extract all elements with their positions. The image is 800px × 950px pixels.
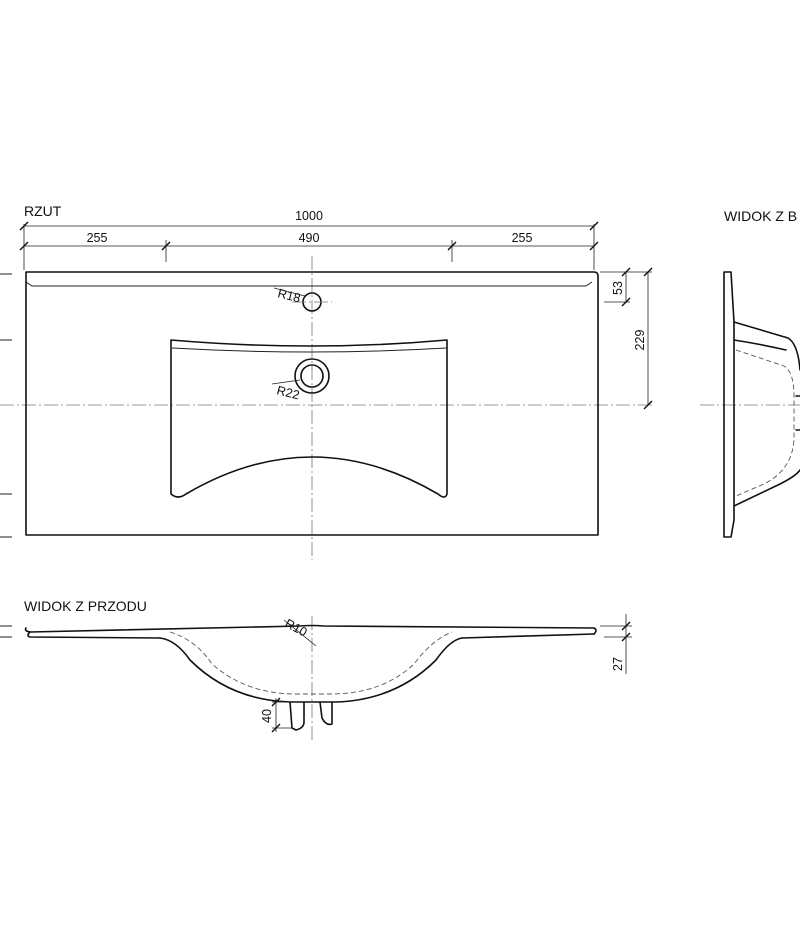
front-basin-outline xyxy=(159,637,463,703)
basin-inner-edge xyxy=(171,347,447,353)
dimension-tick xyxy=(19,241,29,251)
dimension-middle-segment: 490 xyxy=(299,231,320,245)
dimension-tick xyxy=(643,400,653,410)
plan-view: RZUT 1000 255 490 255 xyxy=(0,203,655,560)
plan-view-title: RZUT xyxy=(24,203,62,219)
countertop-outline xyxy=(25,271,599,536)
dimension-tick xyxy=(271,723,281,733)
basin-outline xyxy=(170,339,448,498)
dimension-tick xyxy=(589,241,599,251)
front-edge-radius: R10 xyxy=(283,616,310,639)
side-slab-outline xyxy=(723,271,735,538)
dimension-right-segment: 255 xyxy=(512,231,533,245)
dimension-waste-height: 40 xyxy=(260,709,274,723)
side-basin-top xyxy=(733,321,800,371)
front-view: WIDOK Z PRZODU R10 27 40 xyxy=(0,598,632,740)
drain-inner xyxy=(300,364,324,388)
dimension-left-segment: 255 xyxy=(87,231,108,245)
front-view-title: WIDOK Z PRZODU xyxy=(24,598,147,614)
dimension-tick xyxy=(621,632,631,642)
side-view-title: WIDOK Z B xyxy=(724,208,797,224)
dimension-tap-offset: 53 xyxy=(611,281,625,295)
dimension-tick xyxy=(643,267,653,277)
dimension-tick xyxy=(621,297,631,307)
rear-edge-line xyxy=(25,281,593,287)
front-slab-right-underside xyxy=(461,633,595,639)
dimension-tick xyxy=(271,697,281,707)
side-basin-bottom xyxy=(733,469,800,507)
front-slab-top xyxy=(24,624,597,635)
front-basin-hidden xyxy=(169,631,453,695)
tap-hole-leader xyxy=(273,287,306,297)
front-radius-leader xyxy=(283,619,317,647)
dimension-tick xyxy=(19,221,29,231)
side-hidden-basin xyxy=(735,349,795,497)
dimension-overall-width: 1000 xyxy=(295,209,323,223)
drain-leader xyxy=(271,379,301,385)
drain-outer xyxy=(294,358,330,394)
dimension-front-height: 27 xyxy=(611,657,625,671)
dimension-tick xyxy=(447,241,457,251)
side-view: WIDOK Z B xyxy=(700,208,800,538)
dimension-tick xyxy=(589,221,599,231)
front-waste-left xyxy=(289,701,305,731)
front-slab-left-underside xyxy=(27,631,161,639)
dimension-tick xyxy=(621,621,631,631)
side-basin-rim xyxy=(733,339,787,351)
side-drain-stub xyxy=(795,395,800,431)
dimension-drain-offset: 229 xyxy=(633,330,647,351)
tap-hole-radius: R18 xyxy=(276,286,302,305)
drain-radius: R22 xyxy=(275,383,301,402)
front-waste-right xyxy=(319,701,333,726)
dimension-tick xyxy=(621,267,631,277)
dimension-tick xyxy=(161,241,171,251)
